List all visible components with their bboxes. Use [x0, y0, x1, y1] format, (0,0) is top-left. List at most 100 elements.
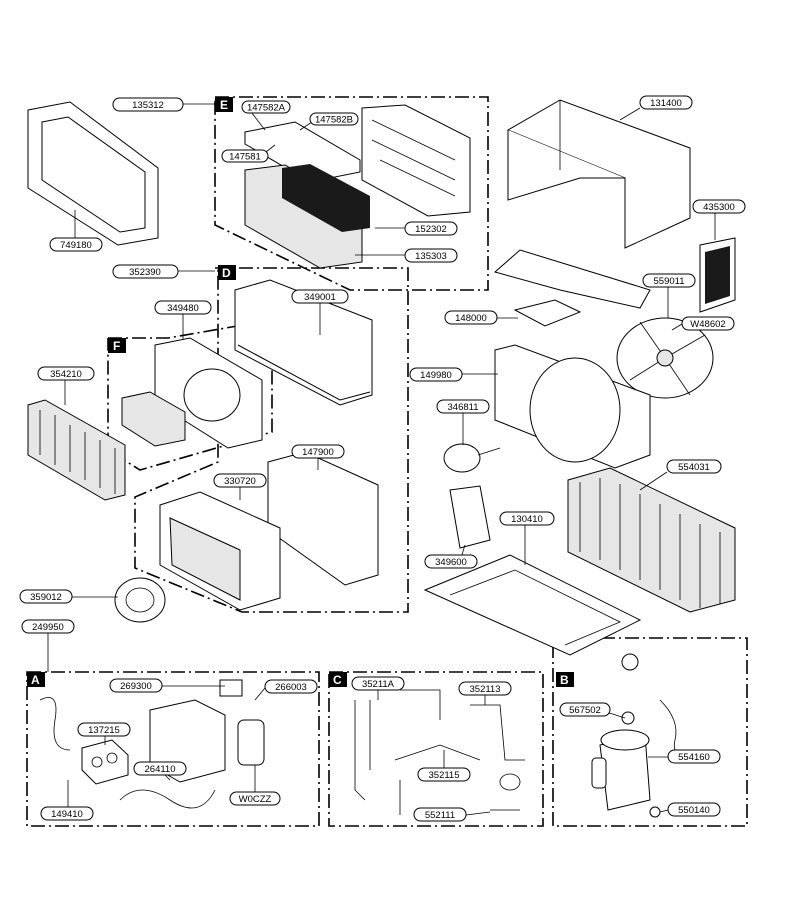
part-label-149980: 149980 — [409, 367, 463, 382]
part-label-346811: 346811 — [436, 399, 490, 414]
section-c-letter: C — [333, 673, 342, 687]
part-label-352390: 352390 — [112, 264, 179, 279]
part-number: 131400 — [650, 98, 682, 109]
part-number: W48602 — [690, 319, 725, 330]
part-number: 130410 — [511, 514, 543, 525]
part-label-147581: 147581 — [221, 149, 269, 163]
section-f-tag: F — [108, 338, 126, 353]
part-number: 135312 — [132, 100, 164, 111]
part-number: 147900 — [302, 447, 334, 458]
section-c-frame — [328, 671, 544, 827]
base-pan-part — [423, 554, 642, 656]
part-label-554160: 554160 — [667, 749, 721, 764]
part-number: 152302 — [415, 224, 447, 235]
part-label-131400: 131400 — [639, 95, 693, 110]
part-number: 349480 — [167, 303, 199, 314]
part-label-330720: 330720 — [213, 473, 267, 488]
section-a-letter: A — [31, 673, 40, 687]
part-label-149410: 149410 — [40, 806, 94, 821]
part-label-349001: 349001 — [291, 289, 349, 304]
part-number: 137215 — [88, 725, 120, 736]
part-label-249950: 249950 — [21, 619, 75, 634]
part-label-352113: 352113 — [458, 681, 512, 696]
section-e-letter: E — [220, 98, 228, 112]
part-label-264110: 264110 — [133, 761, 187, 776]
part-number: 147582A — [247, 103, 286, 114]
section-b-tag: B — [556, 672, 574, 687]
part-number: 135303 — [415, 251, 447, 262]
part-number: 269300 — [120, 681, 152, 692]
compressor-part — [591, 653, 701, 818]
section-a-frame — [26, 671, 320, 827]
part-label-35211a: 35211A — [351, 676, 405, 691]
part-label-266003: 266003 — [264, 679, 318, 694]
part-number: 552111 — [425, 810, 455, 821]
fan-motor-part — [443, 443, 501, 549]
part-label-147900: 147900 — [291, 444, 345, 459]
part-label-352115: 352115 — [417, 767, 471, 782]
part-number: 354210 — [50, 369, 82, 380]
front-frame-part — [27, 101, 159, 246]
section-a-tag: A — [27, 672, 45, 687]
section-d-tag: D — [218, 265, 236, 280]
condenser-coil-part — [567, 467, 736, 613]
part-label-147582b: 147582B — [309, 112, 359, 126]
part-label-559011: 559011 — [642, 273, 696, 288]
part-label-567502: 567502 — [559, 702, 611, 717]
baffle-part — [493, 249, 651, 327]
part-label-148000: 148000 — [444, 310, 498, 325]
evaporator-housing-part — [121, 337, 263, 449]
section-b-letter: B — [560, 673, 569, 687]
grille-parts — [244, 104, 471, 269]
part-number: 352390 — [129, 267, 161, 278]
part-number: 359012 — [30, 592, 62, 603]
part-label-w0czz: W0CZZ — [229, 791, 281, 806]
part-number: 749180 — [60, 240, 92, 251]
part-number: 149410 — [51, 809, 83, 820]
part-label-147582a: 147582A — [241, 100, 291, 114]
part-label-137215: 137215 — [77, 722, 131, 737]
part-number: W0CZZ — [239, 794, 272, 805]
part-number: 147581 — [229, 152, 261, 163]
section-b-frame — [552, 637, 748, 827]
part-number: 349600 — [435, 557, 467, 568]
part-number: 559011 — [654, 276, 685, 287]
part-number: 330720 — [224, 476, 256, 487]
side-grille-part — [699, 237, 736, 313]
part-label-550140: 550140 — [667, 802, 721, 817]
part-label-269300: 269300 — [109, 678, 163, 693]
section-e-frame — [214, 96, 489, 291]
section-d-letter: D — [222, 266, 231, 280]
leader-lines — [47, 103, 716, 816]
part-number: 264110 — [145, 764, 176, 775]
part-number: 352115 — [429, 770, 460, 781]
part-label-152302: 152302 — [404, 221, 458, 236]
part-label-349480: 349480 — [154, 300, 212, 315]
part-number: 554031 — [678, 462, 710, 473]
part-label-349600: 349600 — [424, 554, 478, 569]
part-label-554031: 554031 — [666, 459, 722, 474]
chassis-parts — [159, 279, 379, 611]
section-d-frame — [134, 267, 409, 613]
part-number: 349001 — [304, 292, 336, 303]
part-number: 148000 — [455, 313, 487, 324]
part-number: 352113 — [470, 684, 501, 695]
shroud-part — [494, 344, 651, 469]
part-number: 249950 — [32, 622, 64, 633]
part-label-135303: 135303 — [404, 248, 458, 263]
part-number: 567502 — [569, 705, 601, 716]
part-number: 550140 — [678, 805, 710, 816]
condenser-fan-part — [616, 317, 714, 399]
part-number: 346811 — [448, 402, 479, 413]
part-number: 435300 — [703, 202, 735, 213]
blower-wheel-part — [114, 577, 166, 623]
evaporator-coil-part — [27, 399, 126, 501]
refrigerant-piping-parts — [354, 689, 525, 815]
part-label-552111: 552111 — [413, 807, 467, 822]
part-number: 35211A — [362, 679, 395, 690]
section-f-frame — [107, 319, 273, 471]
cabinet-part — [506, 99, 691, 249]
section-c-tag: C — [329, 672, 347, 687]
part-label-359012: 359012 — [19, 589, 73, 604]
